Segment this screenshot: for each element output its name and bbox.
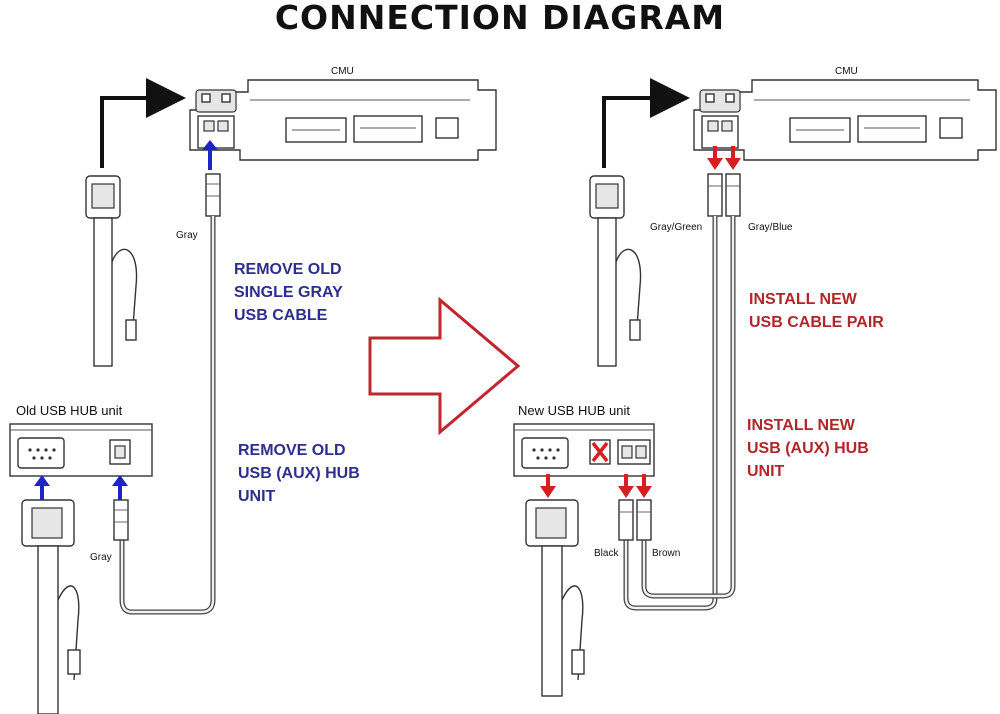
right-cable-gray-blue: [641, 216, 736, 599]
right-cmu-label: CMU: [835, 66, 858, 77]
left-gray-plug: [205, 173, 221, 217]
right-cable-top-left-label: Gray/Green: [650, 222, 702, 233]
left-cable-bottom-label: Gray: [90, 552, 112, 563]
left-note-1-line-2: SINGLE GRAY: [234, 284, 343, 301]
right-hub-plug-pair: [618, 499, 652, 541]
left-note-1-line-3: USB CABLE: [234, 307, 328, 324]
big-transition-arrow: [368, 296, 521, 436]
left-cmu-label: CMU: [331, 66, 354, 77]
left-hub-harness: [21, 499, 81, 714]
left-harness-connector: [85, 175, 138, 367]
right-panel: CMU Gray/Green Gray/Blue New USB H: [513, 66, 997, 697]
right-note-1-line-1: INSTALL NEW: [749, 291, 858, 308]
left-note-2-line-3: UNIT: [238, 488, 276, 505]
new-usb-hub-unit: [513, 423, 655, 477]
right-note-1-line-2: USB CABLE PAIR: [749, 314, 884, 331]
right-cable-bottom-right-label: Brown: [652, 548, 680, 559]
left-note-remove-cable: REMOVE OLD SINGLE GRAY USB CABLE: [234, 261, 347, 324]
right-harness-connector: [589, 175, 642, 367]
right-note-2-line-1: INSTALL NEW: [747, 417, 856, 434]
right-note-install-hub: INSTALL NEW USB (AUX) HUB UNIT: [747, 417, 873, 480]
old-usb-hub-unit: [9, 423, 153, 477]
left-panel: CMU Gray Old USB HUB unit: [9, 66, 497, 714]
left-cable-top-label: Gray: [176, 230, 198, 241]
left-note-1-line-1: REMOVE OLD: [234, 261, 342, 278]
right-cmu-plug-pair: [707, 173, 741, 217]
left-note-2-line-2: USB (AUX) HUB: [238, 465, 360, 482]
left-hub-label: Old USB HUB unit: [16, 403, 123, 418]
left-gray-cable: [119, 216, 216, 615]
unused-port-x-icon: [591, 441, 609, 463]
left-routing-arrow: [100, 78, 186, 168]
right-routing-arrow: [602, 78, 690, 168]
left-note-remove-hub: REMOVE OLD USB (AUX) HUB UNIT: [238, 442, 364, 505]
right-cmu-unit: [693, 79, 997, 161]
right-note-2-line-2: USB (AUX) HUB: [747, 440, 869, 457]
right-cable-top-right-label: Gray/Blue: [748, 222, 793, 233]
right-hub-label: New USB HUB unit: [518, 403, 630, 418]
left-note-2-line-1: REMOVE OLD: [238, 442, 346, 459]
left-cmu-unit: [189, 79, 497, 161]
diagram-title: CONNECTION DIAGRAM: [274, 0, 726, 37]
right-hub-harness: [525, 499, 585, 697]
right-cable-bottom-left-label: Black: [594, 548, 619, 559]
right-note-install-cable: INSTALL NEW USB CABLE PAIR: [749, 291, 884, 331]
right-note-2-line-3: UNIT: [747, 463, 785, 480]
left-hub-gray-plug: [113, 499, 129, 541]
